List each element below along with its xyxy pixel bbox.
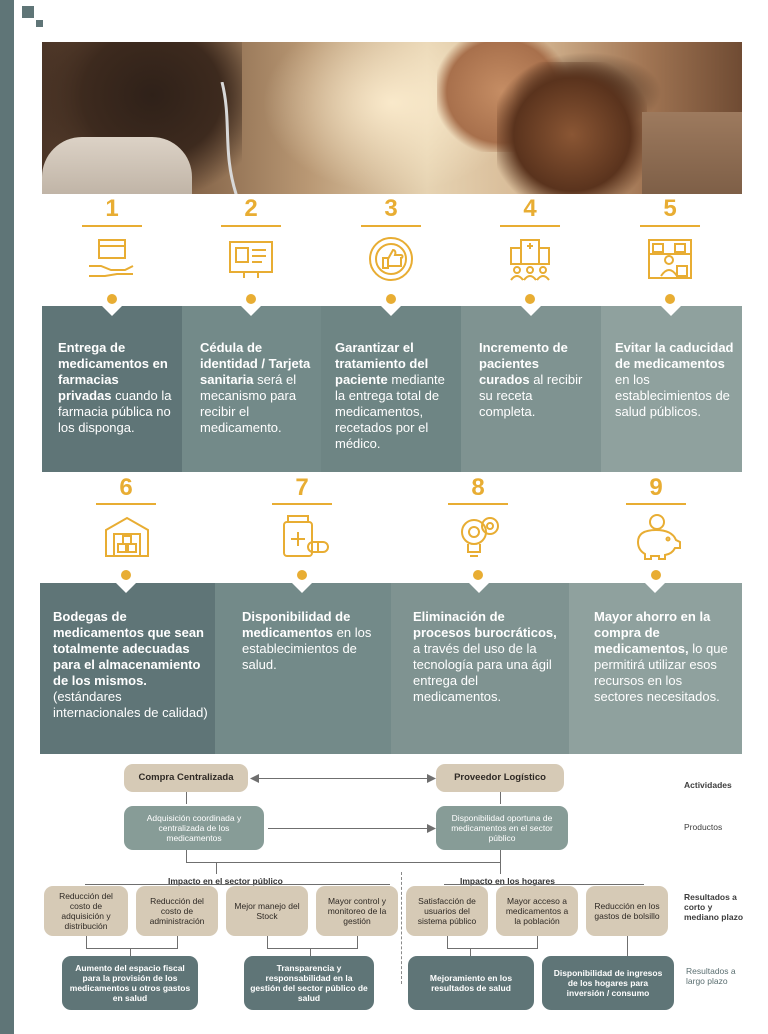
activity-proveedor-logistico: Proveedor Logístico (436, 764, 564, 792)
stethoscope-icon (220, 82, 238, 194)
step-dot-3 (386, 294, 396, 304)
step-number-6: 6 (119, 474, 133, 501)
benefit-card-9: Mayor ahorro en la compra de medicamento… (569, 582, 742, 754)
step-underline-3 (361, 225, 421, 227)
divider-dashed (401, 872, 402, 984)
long-term-result-2: Transparencia y responsabilidad en la ge… (244, 956, 374, 1010)
long-term-result-3: Mejoramiento en los resultados de salud (408, 956, 534, 1010)
step-dot-7 (297, 570, 307, 580)
benefit-card-2: Cédula de identidad / Tarjeta sanitaria … (182, 305, 321, 472)
step-number-1: 1 (105, 195, 119, 222)
hand-box-icon (89, 239, 134, 277)
double-arrow-line (256, 778, 428, 779)
step-underline-5 (640, 225, 700, 227)
step-dot-8 (473, 570, 483, 580)
short-term-result-3: Mejor manejo del Stock (226, 886, 308, 936)
hero-photo (42, 42, 742, 194)
step-underline-7 (272, 503, 332, 505)
step-dot-1 (107, 294, 117, 304)
step-dot-4 (525, 294, 535, 304)
impact-public-title: Impacto en el sector público (168, 876, 283, 886)
arrow-right-icon (427, 774, 436, 783)
hospital-people-icon (510, 239, 550, 281)
short-term-result-2: Reducción del costo de administración (136, 886, 218, 936)
card-title: Garantizar el tratamiento del paciente (335, 340, 429, 387)
step-underline-9 (626, 503, 686, 505)
step-number-8: 8 (471, 474, 485, 501)
warehouse-icon (105, 516, 149, 557)
arrow-line-products (268, 828, 428, 829)
thumbs-up-seal-icon (369, 237, 413, 281)
arrow-right-icon (427, 824, 436, 833)
card-text: mediante la entrega total de medicamento… (335, 372, 445, 451)
short-term-result-6: Mayor acceso a medicamentos a la poblaci… (496, 886, 578, 936)
card-text: al recibir su receta completa. (479, 372, 583, 419)
card-title: Incremento de pacientes curados (479, 340, 568, 387)
step-underline-1 (82, 225, 142, 227)
product-adquisicion: Adquisición coordinada y centralizada de… (124, 806, 264, 850)
card-title: Mayor ahorro en la compra de medicamento… (594, 609, 711, 656)
step-number-9: 9 (649, 474, 663, 501)
step-number-2: 2 (244, 195, 258, 222)
corner-square-large (22, 6, 34, 18)
row-label-products: Productos (684, 822, 723, 832)
step-dot-2 (246, 294, 256, 304)
step-dot-5 (665, 294, 675, 304)
benefit-card-8: Eliminación de procesos burocráticos, a … (391, 582, 569, 754)
brain-gears-icon (461, 517, 499, 557)
row-label-short-term: Resultados a corto y mediano plazo (684, 892, 744, 922)
impact-homes-title: Impacto en los hogares (460, 876, 555, 886)
card-text: cuando la farmacia pública no los dispon… (58, 388, 172, 435)
benefit-card-6: Bodegas de medicamentos que sean totalme… (40, 582, 215, 754)
card-text: será el mecanismo para recibir el medica… (200, 372, 297, 435)
short-term-result-7: Reducción en los gastos de bolsillo (586, 886, 668, 936)
medicine-bottle-icon (283, 515, 329, 557)
activity-compra-centralizada: Compra Centralizada (124, 764, 248, 792)
card-text: lo que permitirá utilizar esos recursos … (594, 641, 728, 704)
benefit-card-3: Garantizar el tratamiento del paciente m… (321, 305, 461, 472)
step-number-7: 7 (295, 474, 309, 501)
long-term-result-4: Disponibilidad de ingresos de los hogare… (542, 956, 674, 1010)
card-title: Cédula de identidad / Tarjeta sanitaria (200, 340, 311, 387)
card-text: en los establecimientos de salud. (242, 625, 372, 672)
step-dot-9 (651, 570, 661, 580)
product-disponibilidad: Disponibilidad oportuna de medicamentos … (436, 806, 568, 850)
card-title: Eliminación de procesos burocráticos, (413, 609, 557, 640)
benefit-card-4: Incremento de pacientes curados al recib… (461, 305, 601, 472)
step-dot-6 (121, 570, 131, 580)
step-underline-4 (500, 225, 560, 227)
card-title: Bodegas de medicamentos que sean totalme… (53, 609, 204, 688)
card-text: (estándares internacionales de calidad) (53, 689, 208, 720)
card-text: en los establecimientos de salud público… (615, 372, 730, 419)
row-label-long-term: Resultados a largo plazo (686, 966, 736, 986)
left-sidebar-bar (0, 0, 14, 1034)
long-term-result-1: Aumento del espacio fiscal para la provi… (62, 956, 198, 1010)
short-term-result-4: Mayor control y monitoreo de la gestión (316, 886, 398, 936)
card-text: a través del uso de la tecnología para u… (413, 641, 552, 704)
corner-square-small (36, 20, 43, 27)
id-card-icon (229, 241, 273, 278)
arrow-left-icon (250, 774, 259, 783)
short-term-result-5: Satisfacción de usuarios del sistema púb… (406, 886, 488, 936)
card-title: Entrega de medicamentos en farmacias pri… (58, 340, 168, 403)
step-number-3: 3 (384, 195, 398, 222)
step-underline-6 (96, 503, 156, 505)
card-title: Disponibilidad de medicamentos (242, 609, 351, 640)
step-underline-2 (221, 225, 281, 227)
row-label-activities: Actividades (684, 780, 732, 790)
step-underline-8 (448, 503, 508, 505)
step-number-5: 5 (663, 195, 677, 222)
short-term-result-1: Reducción del costo de adquisición y dis… (44, 886, 128, 936)
benefit-card-1: Entrega de medicamentos en farmacias pri… (42, 305, 182, 472)
step-number-4: 4 (523, 195, 537, 222)
benefit-card-7: Disponibilidad de medicamentos en los es… (215, 582, 391, 754)
benefit-card-5: Evitar la caducidad de medicamentos en l… (601, 305, 742, 472)
piggy-bank-icon (636, 514, 681, 560)
card-title: Evitar la caducidad de medicamentos (615, 340, 734, 371)
warehouse-worker-icon (648, 239, 692, 279)
